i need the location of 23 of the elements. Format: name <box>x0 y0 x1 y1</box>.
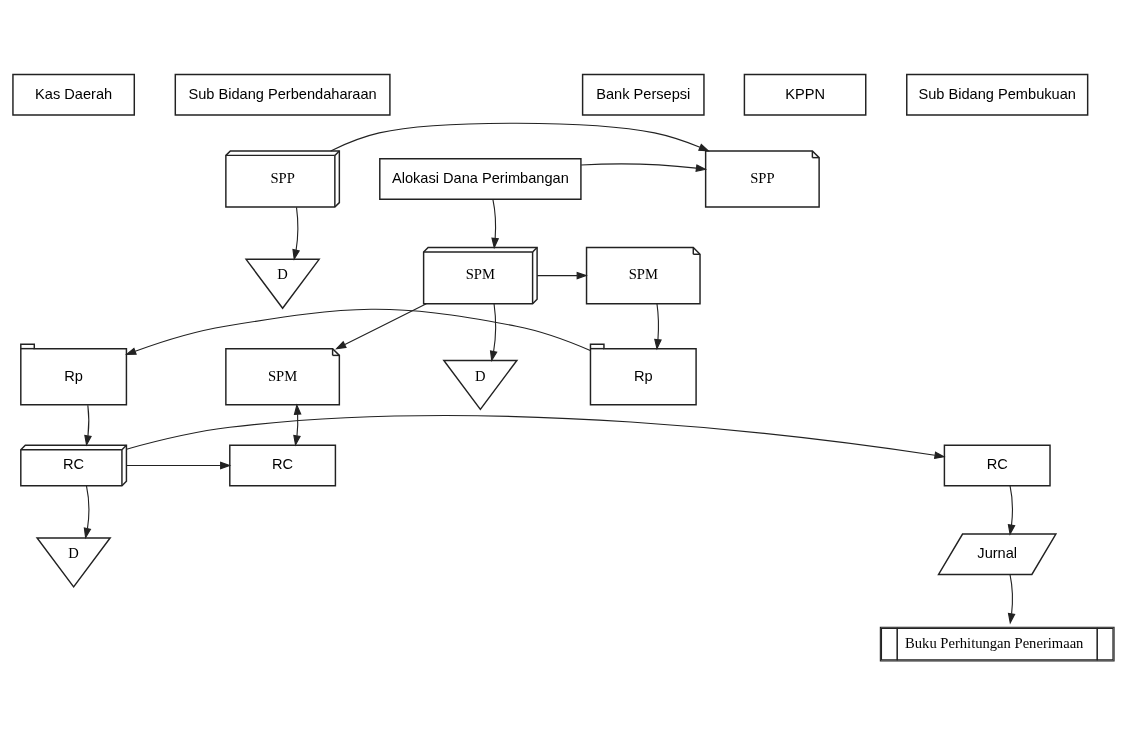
arrow <box>580 163 708 172</box>
node-box: Sub Bidang Perbendaharaan <box>174 73 391 116</box>
node-box: Alokasi Dana Perimbangan <box>379 158 582 200</box>
node-box: Bank Persepsi <box>581 73 705 116</box>
arrow <box>491 199 500 250</box>
node-box: Kas Daerah <box>12 73 135 116</box>
arrow <box>125 415 946 460</box>
arrow <box>126 461 232 470</box>
arrow <box>330 122 710 152</box>
node-box: KPPN <box>743 73 867 116</box>
arrow <box>536 271 588 280</box>
node-box: RC <box>943 444 1051 487</box>
arrow <box>1007 485 1016 536</box>
arrow <box>489 303 498 362</box>
arrow <box>654 303 662 351</box>
arrow <box>83 485 92 540</box>
arrow <box>335 303 427 350</box>
arrow <box>292 206 300 261</box>
arrow <box>293 403 302 447</box>
arrow <box>84 404 92 447</box>
node-box: RC <box>229 444 337 487</box>
node-box: Sub Bidang Pembukuan <box>906 73 1089 116</box>
arrow <box>1007 574 1016 625</box>
